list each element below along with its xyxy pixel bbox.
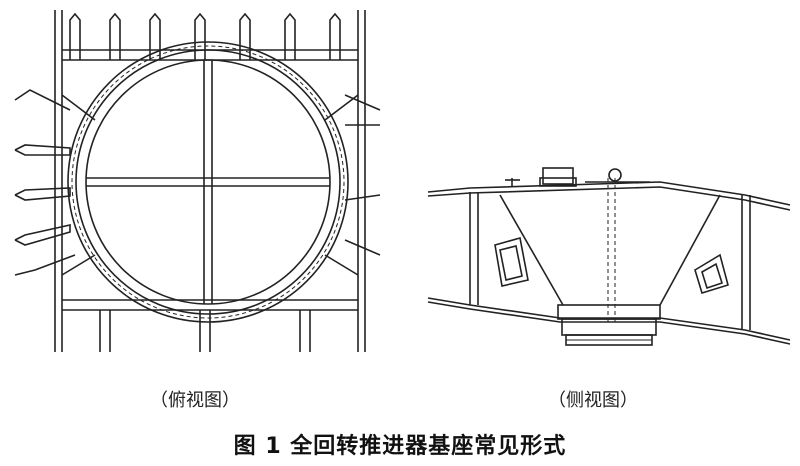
outer-ring bbox=[67, 41, 349, 323]
top-view-caption: （俯视图） bbox=[150, 390, 240, 411]
top-view-drawing bbox=[14, 10, 381, 352]
inner-ring bbox=[85, 59, 331, 305]
figure-title: 图 1 全回转推进器基座常见形式 bbox=[233, 434, 567, 459]
middle-ring bbox=[75, 49, 341, 315]
bolt-circle bbox=[71, 45, 345, 319]
side-view-caption: （侧视图） bbox=[548, 390, 638, 411]
top-view-frame-lines bbox=[14, 10, 381, 352]
